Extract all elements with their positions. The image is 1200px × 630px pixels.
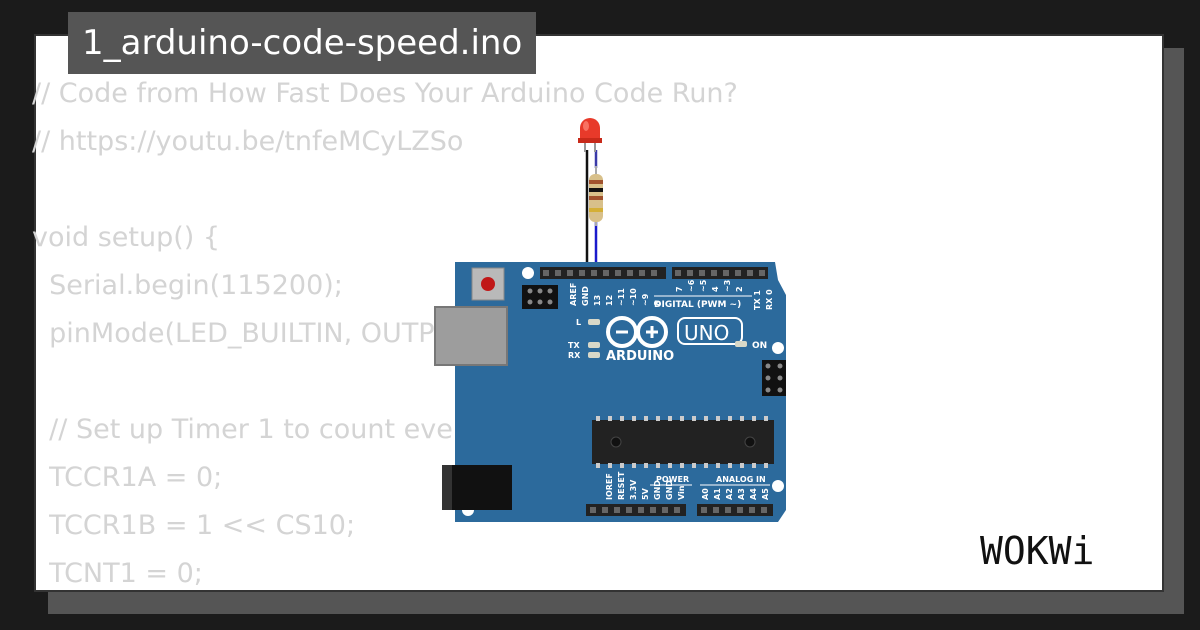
on-led: [735, 341, 747, 347]
l-led-label: L: [576, 318, 581, 327]
code-line: // https://youtu.be/tnfeMCyLZSo: [32, 126, 464, 157]
wokwi-logo-text: WOKWi: [980, 529, 1094, 573]
file-title[interactable]: 1_arduino-code-speed.ino: [68, 12, 537, 74]
mounting-hole: [522, 267, 534, 279]
pin-label: A0: [701, 488, 710, 500]
digital-label: DIGITAL (PWM ~): [654, 300, 741, 310]
pin-label: ~5: [699, 279, 708, 292]
bottom-pin-labels: IOREF RESET 3.3V 5V GND GND Vin A0 A1 A2…: [605, 471, 770, 500]
resistor[interactable]: [589, 166, 603, 226]
red-led[interactable]: [578, 118, 602, 152]
pin-label: AREF: [569, 283, 578, 306]
pin-label: IOREF: [605, 473, 614, 500]
tx-led-label: TX: [568, 341, 580, 350]
pin-label: 8: [653, 300, 662, 306]
pin-label: TX 1: [753, 290, 762, 310]
pin-label: RX 0: [765, 289, 774, 310]
mounting-hole: [772, 480, 784, 492]
on-label: ON: [752, 341, 767, 351]
pin-label: GND: [581, 286, 590, 306]
mounting-hole: [772, 342, 784, 354]
pin-label: RESET: [617, 471, 626, 500]
arduino-logo: [606, 316, 668, 348]
atmega-chip: [592, 416, 774, 468]
tx-led: [588, 342, 600, 348]
pin-label: GND: [665, 480, 674, 500]
code-line: Serial.begin(115200);: [32, 270, 343, 301]
code-line: TCCR1B = 1 << CS10;: [32, 510, 356, 541]
pin-label: A1: [713, 488, 722, 500]
brand-label: ARDUINO: [606, 349, 674, 364]
pin-label: A3: [737, 488, 746, 500]
pin-label: 4: [711, 286, 720, 292]
arduino-uno-board[interactable]: AREF GND 13 12 ~11 ~10 ~9 8 7 ~6 ~5 4 ~3…: [434, 262, 786, 522]
rx-led: [588, 352, 600, 358]
pin-label: GND: [653, 480, 662, 500]
model-label: UNO: [684, 321, 729, 345]
analog-label: ANALOG IN: [716, 475, 766, 484]
icsp-header: [522, 285, 558, 309]
power-label: POWER: [656, 475, 689, 484]
pin-label: 13: [593, 295, 602, 306]
code-line: TCCR1A = 0;: [32, 462, 223, 493]
icsp2-header: [762, 360, 786, 396]
wokwi-logo[interactable]: WOKWi: [976, 526, 1152, 578]
pin-label: ~10: [629, 288, 638, 306]
code-line: void setup() {: [32, 222, 221, 253]
pin-label: ~6: [687, 279, 696, 292]
pin-label: ~11: [617, 288, 626, 306]
pin-label: A5: [761, 488, 770, 500]
pin-label: A4: [749, 488, 758, 500]
code-line: TCNT1 = 0;: [32, 558, 203, 589]
top-pin-labels: AREF GND 13 12 ~11 ~10 ~9 8 7 ~6 ~5 4 ~3…: [569, 279, 774, 310]
l-led: [588, 319, 600, 325]
pin-label: ~9: [641, 293, 650, 306]
pin-label: ~3: [723, 280, 732, 292]
power-jack: [442, 465, 512, 510]
code-line: // Code from How Fast Does Your Arduino …: [32, 78, 738, 109]
pin-label: 5V: [641, 487, 650, 500]
power-analog-header[interactable]: [586, 504, 773, 516]
pin-label: 2: [735, 286, 744, 292]
pin-label: Vin: [677, 485, 686, 500]
usb-port: [434, 306, 508, 366]
rx-led-label: RX: [568, 351, 581, 360]
pin-label: 12: [605, 295, 614, 306]
digital-header[interactable]: [540, 267, 768, 279]
pin-label: 7: [675, 286, 684, 292]
pin-label: A2: [725, 488, 734, 500]
pin-label: 3.3V: [629, 479, 638, 500]
